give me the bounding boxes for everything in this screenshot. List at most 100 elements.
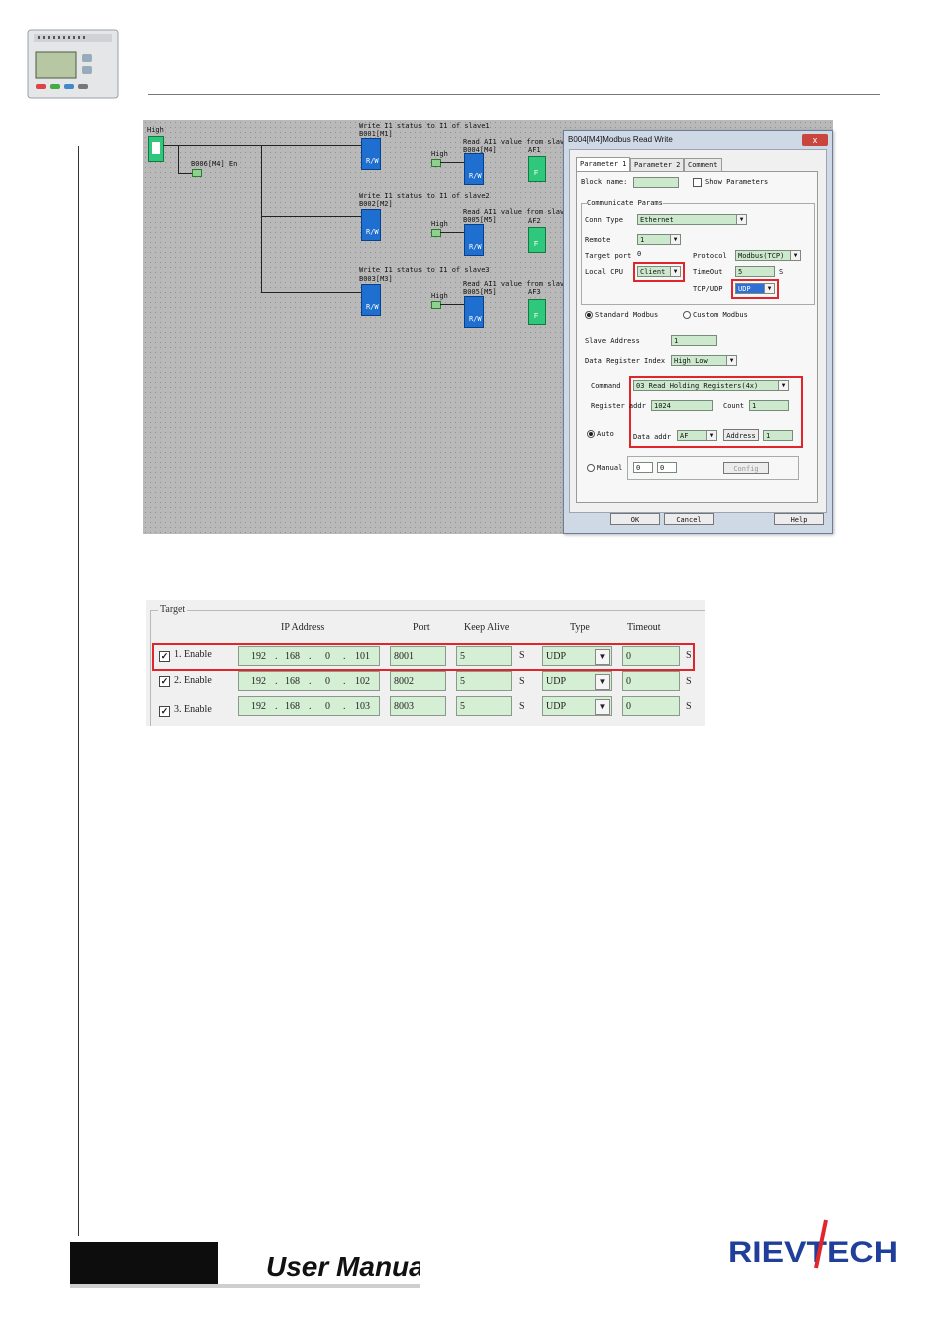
row1-timeout-unit: S bbox=[686, 650, 692, 661]
af1-block[interactable]: F bbox=[528, 156, 546, 182]
register-addr-input[interactable]: 1024 bbox=[651, 400, 713, 411]
timeout-unit: S bbox=[779, 268, 784, 276]
row1-port-input[interactable]: 8001 bbox=[390, 646, 446, 666]
data-register-index-select[interactable]: High Low▼ bbox=[671, 355, 737, 366]
target-port-value[interactable]: 0 bbox=[637, 250, 642, 258]
row2-enable-label: 2. Enable bbox=[174, 675, 212, 686]
manual-input-2[interactable]: 0 bbox=[657, 462, 677, 473]
conn-type-select[interactable]: Ethernet▼ bbox=[637, 214, 747, 225]
row3-timeout-input[interactable]: 0 bbox=[622, 696, 680, 716]
row2-keep-alive-input[interactable]: 5 bbox=[456, 671, 512, 691]
brand-text: RIEVTECH bbox=[728, 1236, 898, 1269]
slave-address-input[interactable]: 1 bbox=[671, 335, 717, 346]
manual-input-1[interactable]: 0 bbox=[633, 462, 653, 473]
standard-modbus-radio[interactable] bbox=[585, 311, 593, 319]
row3-type-select[interactable]: UDP▼ bbox=[542, 696, 612, 716]
group-title: Communicate Params bbox=[587, 199, 663, 207]
modbus-block-b005[interactable]: R/W bbox=[464, 224, 484, 256]
tab-parameter-1[interactable]: Parameter 1 bbox=[576, 157, 631, 171]
high3-pin[interactable] bbox=[431, 301, 441, 309]
row2-enable-checkbox[interactable]: ✓ bbox=[159, 676, 170, 687]
row3-keep-alive-input[interactable]: 5 bbox=[456, 696, 512, 716]
af3-block[interactable]: F bbox=[528, 299, 546, 325]
target-table: Target IP Address Port Keep Alive Type T… bbox=[146, 600, 705, 726]
af1-label: AF1 bbox=[528, 146, 541, 154]
row3-enable-checkbox[interactable]: ✓ bbox=[159, 706, 170, 717]
dialog-title: B004[M4]Modbus Read Write bbox=[568, 135, 673, 144]
row2-type-select[interactable]: UDP▼ bbox=[542, 671, 612, 691]
row1-timeout-input[interactable]: 0 bbox=[622, 646, 680, 666]
local-cpu-label: Local CPU bbox=[585, 268, 623, 276]
manual-radio[interactable] bbox=[587, 464, 595, 472]
address-input[interactable]: 1 bbox=[763, 430, 793, 441]
block-name-input[interactable] bbox=[633, 177, 679, 188]
coil-label: B006[M4] En bbox=[191, 160, 238, 168]
row3-port-input[interactable]: 8003 bbox=[390, 696, 446, 716]
auto-radio[interactable] bbox=[587, 430, 595, 438]
high1-pin[interactable] bbox=[431, 159, 441, 167]
config-button[interactable]: Config bbox=[723, 462, 769, 474]
header-keep-alive: Keep Alive bbox=[464, 622, 510, 633]
user-manual-banner: User Manual bbox=[70, 1236, 420, 1288]
row3-keep-unit: S bbox=[519, 701, 525, 712]
high-input-block[interactable] bbox=[148, 136, 164, 162]
row1-enable-checkbox[interactable]: ✓ bbox=[159, 651, 170, 662]
modbus-block-b006[interactable]: R/W bbox=[464, 296, 484, 328]
custom-modbus-label: Custom Modbus bbox=[693, 311, 748, 319]
block-name-label: Block name: bbox=[581, 178, 628, 186]
modbus-block-b002[interactable]: R/W bbox=[361, 209, 381, 241]
net1-block-label: B001[M1] bbox=[359, 130, 393, 138]
count-input[interactable]: 1 bbox=[749, 400, 789, 411]
manual-label: Manual bbox=[597, 464, 623, 472]
row3-ip-input[interactable]: 192. 168. 0. 103 bbox=[238, 696, 380, 716]
modbus-block-b004[interactable]: R/W bbox=[464, 153, 484, 185]
data-register-index-label: Data Register Index bbox=[585, 357, 666, 365]
row2-timeout-input[interactable]: 0 bbox=[622, 671, 680, 691]
parameter-panel: Block name: Show Parameters Communicate … bbox=[576, 171, 818, 503]
timeout-input[interactable]: 5 bbox=[735, 266, 775, 277]
row1-enable-label: 1. Enable bbox=[174, 649, 212, 660]
wire bbox=[178, 173, 192, 174]
close-button[interactable]: x bbox=[802, 134, 828, 146]
register-addr-label: Register addr bbox=[591, 402, 646, 410]
modbus-block-b003[interactable]: R/W bbox=[361, 284, 381, 316]
read2-block-label: B005[M5] bbox=[463, 216, 497, 224]
custom-modbus-radio[interactable] bbox=[683, 311, 691, 319]
dialog-body: Parameter 1 Parameter 2 Comment Block na… bbox=[569, 149, 827, 525]
communicate-params-group bbox=[581, 203, 815, 305]
modbus-block-b001[interactable]: R/W bbox=[361, 138, 381, 170]
row2-timeout-unit: S bbox=[686, 676, 692, 687]
remote-select[interactable]: 1▼ bbox=[637, 234, 681, 245]
wire bbox=[261, 216, 363, 217]
protocol-select[interactable]: Modbus(TCP)▼ bbox=[735, 250, 801, 261]
row1-highlight bbox=[152, 643, 695, 671]
coil-pin[interactable] bbox=[192, 169, 202, 177]
tab-parameter-2[interactable]: Parameter 2 bbox=[630, 158, 685, 171]
cancel-button[interactable]: Cancel bbox=[664, 513, 714, 525]
ok-button[interactable]: OK bbox=[610, 513, 660, 525]
wire bbox=[440, 232, 464, 233]
row2-ip-input[interactable]: 192. 168. 0. 102 bbox=[238, 671, 380, 691]
row1-ip-input[interactable]: 192. 168. 0. 101 bbox=[238, 646, 380, 666]
show-parameters-checkbox[interactable] bbox=[693, 178, 702, 187]
row1-type-select[interactable]: UDP▼ bbox=[542, 646, 612, 666]
row2-port-input[interactable]: 8002 bbox=[390, 671, 446, 691]
net2-caption: Write I1 status to I1 of slave2 bbox=[359, 192, 490, 200]
standard-modbus-label: Standard Modbus bbox=[595, 311, 659, 319]
local-cpu-select[interactable]: Client▼ bbox=[637, 266, 681, 277]
read2-caption: Read AI1 value from slav bbox=[463, 208, 565, 216]
count-label: Count bbox=[723, 402, 745, 410]
tab-comment[interactable]: Comment bbox=[684, 158, 722, 171]
help-button[interactable]: Help bbox=[774, 513, 824, 525]
command-select[interactable]: 03 Read Holding Registers(4x)▼ bbox=[633, 380, 789, 391]
net3-block-label: B003[M3] bbox=[359, 275, 393, 283]
tcpudp-select[interactable]: UDP▼ bbox=[735, 283, 775, 294]
data-addr-select[interactable]: AF▼ bbox=[677, 430, 717, 441]
local-cpu-highlight bbox=[633, 262, 685, 282]
address-button[interactable]: Address bbox=[723, 429, 759, 441]
row1-keep-alive-input[interactable]: 5 bbox=[456, 646, 512, 666]
modbus-dialog[interactable]: B004[M4]Modbus Read Write x Parameter 1 … bbox=[563, 130, 833, 534]
wire bbox=[261, 292, 363, 293]
af2-block[interactable]: F bbox=[528, 227, 546, 253]
high2-pin[interactable] bbox=[431, 229, 441, 237]
